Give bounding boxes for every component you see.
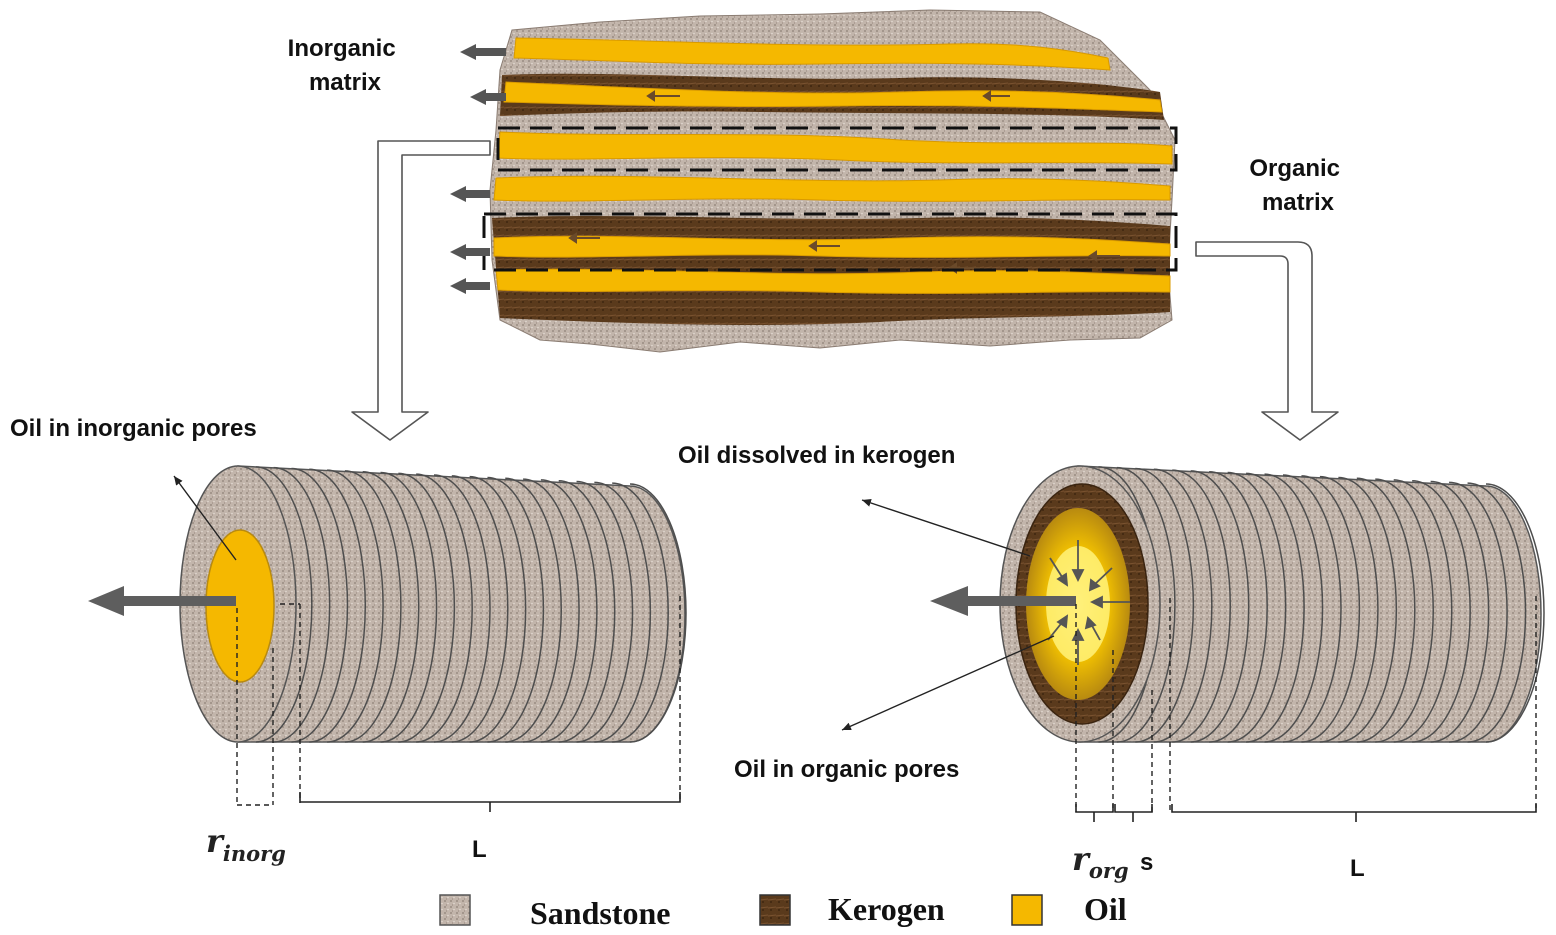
internal-flow-arrows	[568, 90, 1120, 274]
oil-organic-pores-label: Oil in organic pores	[734, 756, 959, 783]
r-org-bracket	[1075, 804, 1114, 822]
cylinder-ring	[629, 483, 687, 743]
right-cylinder-rings	[1098, 466, 1545, 743]
right-length-bracket	[1171, 804, 1537, 822]
s-label: s	[1140, 849, 1153, 876]
cylinder-ring	[1246, 472, 1305, 743]
cylinder-ring	[1393, 479, 1453, 743]
oil-inorganic-pores-label: Oil in inorganic pores	[10, 415, 257, 442]
cylinder-ring	[1153, 468, 1213, 743]
legend-label-sandstone: Sandstone	[530, 895, 671, 931]
left-flow-arrow-head	[88, 586, 124, 616]
left-dimension-guides	[236, 596, 681, 806]
length-label-right: L	[1350, 855, 1365, 882]
cylinder-ring	[1190, 470, 1250, 743]
inward-diffusion-arrows	[1047, 540, 1130, 665]
cylinder-ring	[505, 477, 562, 743]
cylinder-ring	[380, 471, 438, 743]
cylinder-ring	[327, 469, 384, 743]
legend-label-kerogen: Kerogen	[828, 891, 945, 927]
legend-swatch-kerogen	[759, 894, 791, 926]
right-oil-core	[1046, 546, 1110, 662]
left-length-bracket	[299, 792, 681, 812]
cylinder-ring	[309, 468, 366, 743]
cylinder-ring	[344, 470, 402, 743]
cylinder-ring	[523, 478, 580, 743]
oil-streaks	[493, 37, 1173, 294]
s-bracket	[1114, 804, 1153, 822]
outflow-arrows	[450, 44, 506, 294]
inorganic-matrix-label: Inorganic matrix	[288, 35, 403, 96]
connector-arrow-right-shape	[1195, 241, 1339, 441]
cylinder-ring	[255, 466, 313, 743]
inorganic-pore-cylinder	[88, 465, 687, 812]
outflow-arrow-2	[470, 89, 506, 105]
cylinder-ring	[469, 475, 527, 743]
cylinder-ring	[594, 481, 652, 743]
legend-swatch-sandstone	[439, 894, 471, 926]
cylinder-ring	[1485, 483, 1545, 743]
oil-dissolved-kerogen-label: Oil dissolved in kerogen	[678, 442, 955, 469]
cylinder-ring	[433, 474, 491, 743]
cylinder-ring	[416, 473, 473, 743]
cylinder-ring	[1338, 476, 1397, 743]
left-cylinder-rings	[255, 466, 687, 743]
cylinder-ring	[1375, 478, 1434, 743]
cylinder-ring	[1412, 479, 1471, 743]
connector-arrow-right	[1196, 242, 1338, 440]
cylinder-ring	[1467, 482, 1527, 743]
cylinder-ring	[1301, 475, 1361, 743]
cylinder-ring	[1449, 481, 1508, 743]
legend-swatch-oil	[1011, 894, 1043, 926]
outflow-arrow-1	[460, 44, 506, 60]
pointer-oil-organic-pores	[841, 635, 1055, 731]
r-org-label: rorg	[1072, 840, 1129, 883]
right-flow-arrow-head	[930, 586, 968, 616]
length-label-left: L	[472, 836, 487, 863]
organic-pore-cylinder	[930, 465, 1545, 822]
cylinder-ring	[612, 482, 669, 743]
cylinder-ring	[558, 479, 616, 743]
cylinder-ring	[1209, 470, 1268, 743]
cylinder-ring	[1282, 474, 1342, 743]
cylinder-ring	[1264, 473, 1324, 743]
cylinder-ring	[273, 466, 331, 743]
cylinder-ring	[1430, 480, 1490, 743]
rock-sample	[482, 9, 1178, 353]
cylinder-ring	[1356, 477, 1416, 743]
cylinder-ring	[487, 476, 545, 743]
cylinder-ring	[576, 480, 634, 743]
inorganic-selection-box	[496, 126, 1178, 172]
cylinder-ring	[540, 479, 598, 743]
right-dimension-guides	[1075, 596, 1537, 812]
cylinder-ring	[362, 470, 420, 743]
outflow-arrow-3	[450, 186, 490, 202]
cylinder-ring	[1319, 475, 1379, 743]
outflow-arrow-5	[450, 278, 490, 294]
cylinder-ring	[451, 475, 509, 743]
cylinder-ring	[1116, 466, 1176, 743]
cylinder-ring	[1227, 471, 1287, 743]
connector-arrow-left	[351, 140, 491, 441]
pointer-oil-dissolved-kerogen	[861, 499, 1031, 557]
cylinder-ring	[1135, 467, 1194, 743]
organic-selection-box	[482, 212, 1178, 272]
legend: Sandstone Kerogen Oil	[439, 891, 1127, 931]
legend-label-oil: Oil	[1084, 891, 1127, 927]
outflow-arrow-4	[450, 244, 490, 260]
cylinder-ring	[291, 467, 349, 743]
pointer-oil-inorganic	[173, 475, 237, 561]
organic-matrix-label: Organic matrix	[1249, 155, 1346, 216]
r-inorg-label: rinorg	[206, 822, 286, 866]
cylinder-ring	[398, 472, 456, 743]
cylinder-ring	[1172, 469, 1231, 743]
